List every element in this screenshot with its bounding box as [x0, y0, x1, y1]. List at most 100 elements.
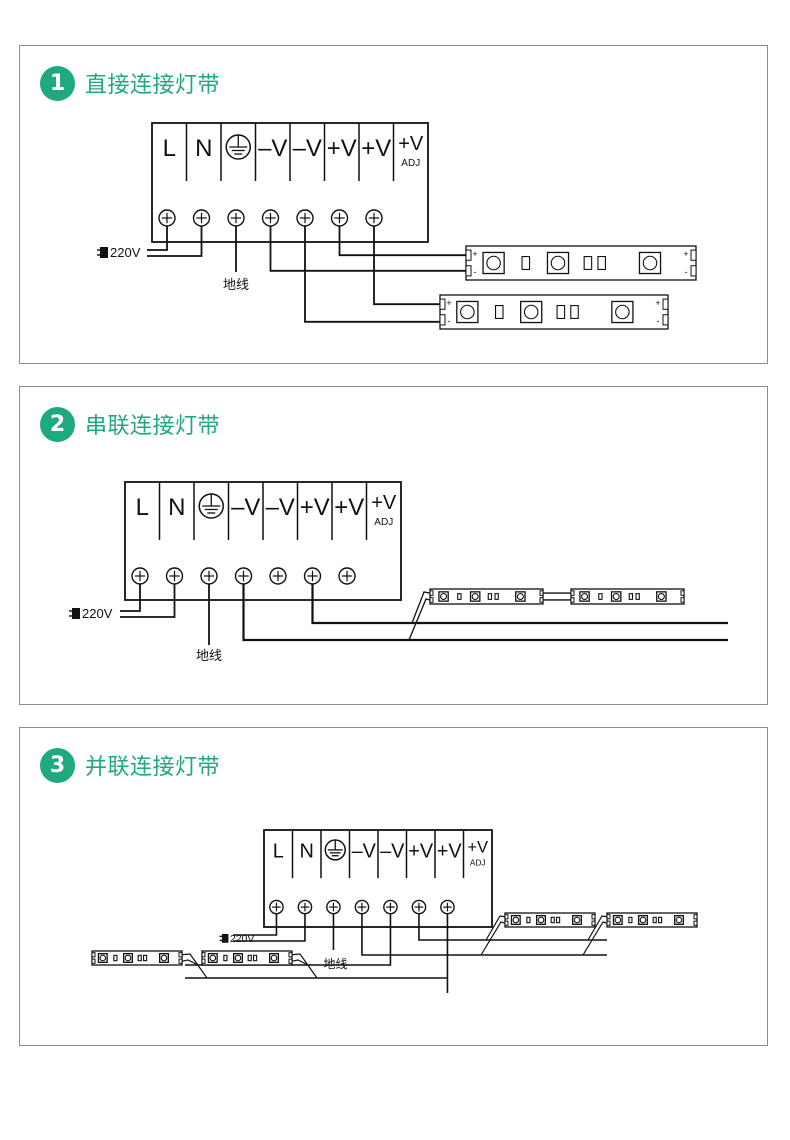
solder-pad	[690, 265, 697, 277]
section-title: 并联连接灯带	[85, 755, 221, 780]
solder-pad	[539, 597, 544, 603]
led-lens	[440, 592, 448, 601]
screw-terminal-icon	[296, 209, 314, 227]
polarity-plus-label: +	[446, 298, 451, 308]
step-number-badge: 2	[40, 406, 75, 442]
tap-wire	[181, 959, 199, 966]
ground-wire-label: 地线	[223, 277, 249, 292]
power-plug-icon	[97, 247, 108, 258]
power-plug-icon	[219, 934, 229, 943]
screw-terminal-icon	[338, 567, 356, 585]
led-lens	[523, 304, 539, 320]
resistor	[494, 593, 499, 600]
negative-wire	[304, 226, 440, 323]
resistor	[457, 593, 462, 600]
resistor	[526, 916, 531, 924]
led-lens	[124, 954, 132, 962]
mains-live-wire	[147, 226, 168, 251]
section-heading: 2 串联连接灯带	[40, 406, 220, 442]
screw-terminal-icon	[131, 567, 149, 585]
power-voltage-label: 220V	[110, 245, 141, 260]
terminal-label: L	[163, 135, 176, 162]
ground-wire-label: 地线	[196, 648, 222, 663]
terminal-label: +V	[398, 133, 424, 155]
section-heading: 1 直接连接灯带	[40, 65, 220, 101]
terminal-label: –V	[293, 135, 322, 162]
solder-pad	[91, 952, 96, 958]
power-voltage-label: 220V	[230, 934, 254, 945]
led-lens	[460, 304, 475, 320]
led-lens	[615, 304, 630, 320]
solder-pad	[680, 597, 685, 603]
tap-wire	[181, 953, 208, 979]
resistor	[143, 954, 148, 962]
led-strip: +-+-	[439, 294, 669, 330]
tap-wire	[291, 953, 318, 979]
led-strip: +-+-	[465, 245, 697, 281]
solder-pad	[288, 958, 293, 964]
tap-wire	[480, 921, 506, 956]
screw-terminal-icon	[269, 899, 284, 915]
solder-pad	[504, 914, 509, 920]
led-lens	[612, 592, 620, 601]
resistor	[550, 916, 555, 924]
screw-terminal-icon	[234, 567, 253, 585]
ground-wire-label: 地线	[323, 957, 347, 971]
led-lens	[160, 954, 168, 962]
solder-pad	[693, 920, 698, 926]
solder-pad	[178, 952, 183, 958]
screw-terminal-icon	[269, 567, 287, 585]
polarity-plus-label: +	[683, 249, 688, 259]
resistor	[635, 593, 640, 600]
led-lens	[639, 916, 647, 924]
solder-pad	[439, 314, 446, 326]
led-strip	[570, 588, 685, 605]
led-lens	[537, 916, 545, 924]
led-lens	[486, 255, 501, 271]
section-heading: 3 并联连接灯带	[40, 747, 220, 783]
led-lens	[573, 916, 581, 924]
plug-body	[72, 608, 80, 619]
negative-wire	[269, 226, 466, 272]
mains-live-wire	[233, 913, 278, 936]
solder-pad	[429, 597, 434, 603]
terminal-label: –V	[231, 494, 260, 521]
solder-pad	[465, 249, 472, 261]
screw-terminal-icon	[297, 899, 313, 915]
screw-terminal-icon	[192, 209, 211, 227]
resistor	[658, 916, 663, 924]
led-strip	[91, 950, 183, 966]
led-lens	[581, 592, 589, 601]
solder-pad	[570, 590, 575, 596]
terminal-label: +V	[371, 492, 397, 514]
resistor	[583, 255, 593, 271]
solder-pad	[606, 914, 611, 920]
terminal-label: L	[136, 494, 149, 521]
tap-wire	[408, 598, 431, 641]
led-lens	[657, 592, 665, 601]
solder-pad	[91, 958, 96, 964]
led-lens	[516, 592, 524, 601]
solder-pad	[288, 952, 293, 958]
step-number-badge: 1	[40, 65, 75, 101]
positive-bus-wire	[311, 584, 728, 625]
solder-pad	[201, 952, 206, 958]
resistor	[628, 916, 633, 924]
ground-icon	[225, 134, 251, 160]
terminal-label: +V	[334, 494, 364, 521]
led-lens	[550, 255, 566, 271]
positive-bus-right	[418, 913, 607, 941]
resistor	[253, 954, 258, 962]
terminal-label: –V	[266, 494, 295, 521]
solder-pad	[178, 958, 183, 964]
terminal-label: N	[168, 494, 185, 521]
negative-bus-right	[361, 913, 607, 956]
terminal-label: –V	[352, 840, 377, 862]
led-lens	[512, 916, 520, 924]
